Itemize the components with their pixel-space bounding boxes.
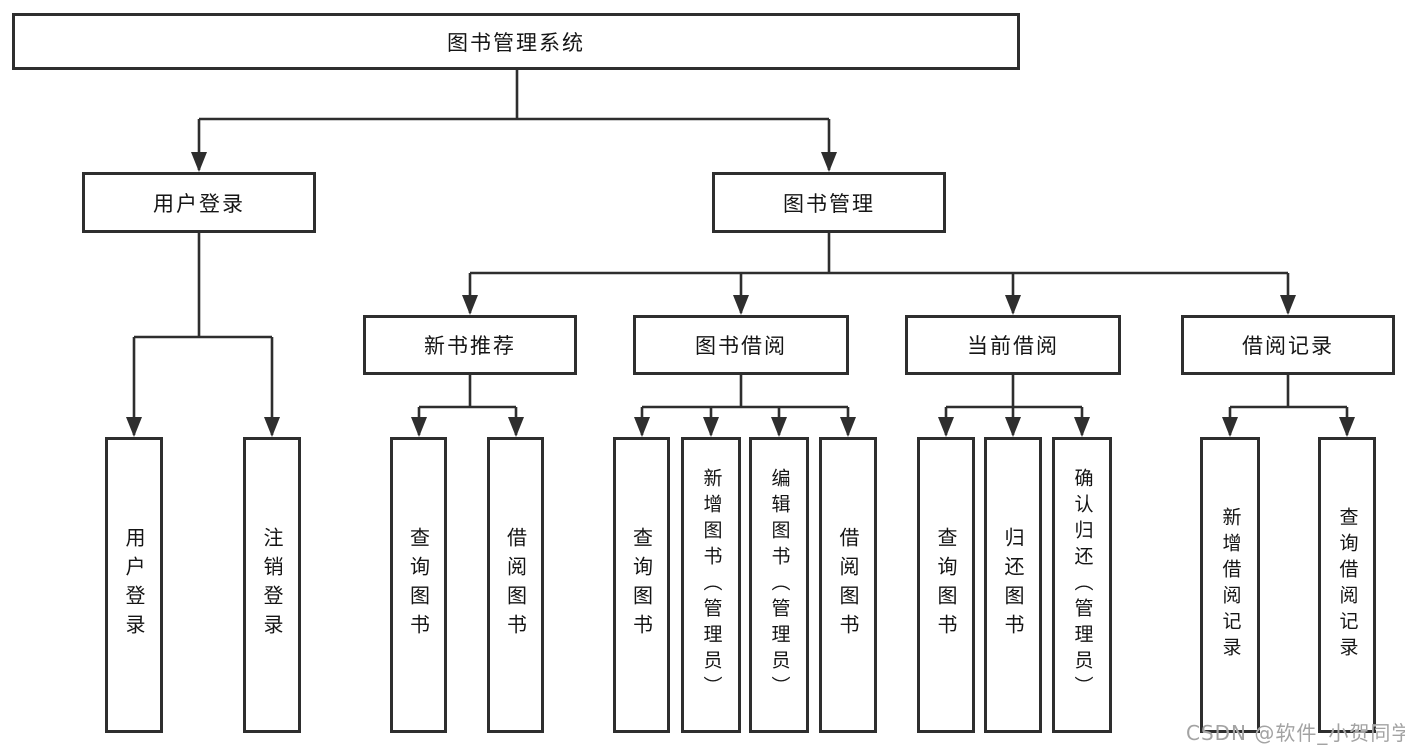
arrowhead xyxy=(703,417,719,437)
arrowhead xyxy=(821,152,837,172)
node-label: 借阅图书 xyxy=(503,527,528,643)
arrowhead xyxy=(1005,295,1021,315)
connector-group xyxy=(132,70,1349,435)
node-label: 当前借阅 xyxy=(967,334,1059,358)
arrowhead xyxy=(126,417,142,437)
node-label: 图书借阅 xyxy=(695,334,787,358)
arrowhead xyxy=(191,152,207,172)
leaf-borrow-books: 借阅图书 xyxy=(819,437,877,733)
node-label: 新书推荐 xyxy=(424,334,516,358)
node-book-management: 图书管理 xyxy=(712,172,946,233)
leaf-borrow-books-recommend: 借阅图书 xyxy=(487,437,544,733)
arrowhead xyxy=(1280,295,1296,315)
node-label: 查询图书 xyxy=(629,527,654,643)
arrowhead xyxy=(840,417,856,437)
node-label: 查询图书 xyxy=(934,527,958,643)
leaf-confirm-return-admin: 确认归还（管理员） xyxy=(1052,437,1112,733)
node-system-root: 图书管理系统 xyxy=(12,13,1020,70)
leaf-query-books-borrowing: 查询图书 xyxy=(613,437,670,733)
node-label: 借阅记录 xyxy=(1242,334,1334,358)
arrowhead xyxy=(462,295,478,315)
arrowhead xyxy=(1222,417,1238,437)
arrowheads xyxy=(126,152,1355,437)
node-label: 注销登录 xyxy=(260,527,284,643)
node-label: 确认归还（管理员） xyxy=(1071,468,1094,702)
arrowhead xyxy=(1005,417,1021,437)
leaf-query-books-current: 查询图书 xyxy=(917,437,975,733)
leaf-query-books-recommend: 查询图书 xyxy=(390,437,447,733)
node-label: 查询借阅记录 xyxy=(1336,507,1359,663)
node-label: 编辑图书（管理员） xyxy=(768,468,791,702)
leaf-query-borrow-record: 查询借阅记录 xyxy=(1318,437,1376,733)
node-label: 用户登录 xyxy=(153,191,245,216)
node-current-borrowing: 当前借阅 xyxy=(905,315,1121,375)
node-new-book-recommend: 新书推荐 xyxy=(363,315,577,375)
arrowhead xyxy=(634,417,650,437)
arrowhead xyxy=(771,417,787,437)
node-user-login: 用户登录 xyxy=(82,172,316,233)
arrowhead xyxy=(938,417,954,437)
leaf-logout: 注销登录 xyxy=(243,437,301,733)
leaf-edit-books-admin: 编辑图书（管理员） xyxy=(749,437,809,733)
csdn-watermark: CSDN @软件_小贺同学 xyxy=(1186,721,1405,745)
arrowhead xyxy=(264,417,280,437)
arrowhead xyxy=(411,417,427,437)
arrowhead xyxy=(508,417,524,437)
leaf-user-login: 用户登录 xyxy=(105,437,163,733)
node-label: 新增图书（管理员） xyxy=(700,468,723,702)
leaf-return-books: 归还图书 xyxy=(984,437,1042,733)
node-label: 归还图书 xyxy=(1001,527,1025,643)
arrowhead xyxy=(1339,417,1355,437)
node-label: 查询图书 xyxy=(406,527,431,643)
leaf-add-books-admin: 新增图书（管理员） xyxy=(681,437,741,733)
arrowhead xyxy=(733,295,749,315)
node-label: 新增借阅记录 xyxy=(1219,507,1242,663)
node-label: 借阅图书 xyxy=(836,527,860,643)
node-book-borrowing: 图书借阅 xyxy=(633,315,849,375)
arrowhead xyxy=(1074,417,1090,437)
node-label: 用户登录 xyxy=(122,527,146,643)
node-label: 图书管理 xyxy=(783,191,875,216)
node-label: 图书管理系统 xyxy=(447,30,585,55)
leaf-add-borrow-record: 新增借阅记录 xyxy=(1200,437,1260,733)
node-borrowing-records: 借阅记录 xyxy=(1181,315,1395,375)
